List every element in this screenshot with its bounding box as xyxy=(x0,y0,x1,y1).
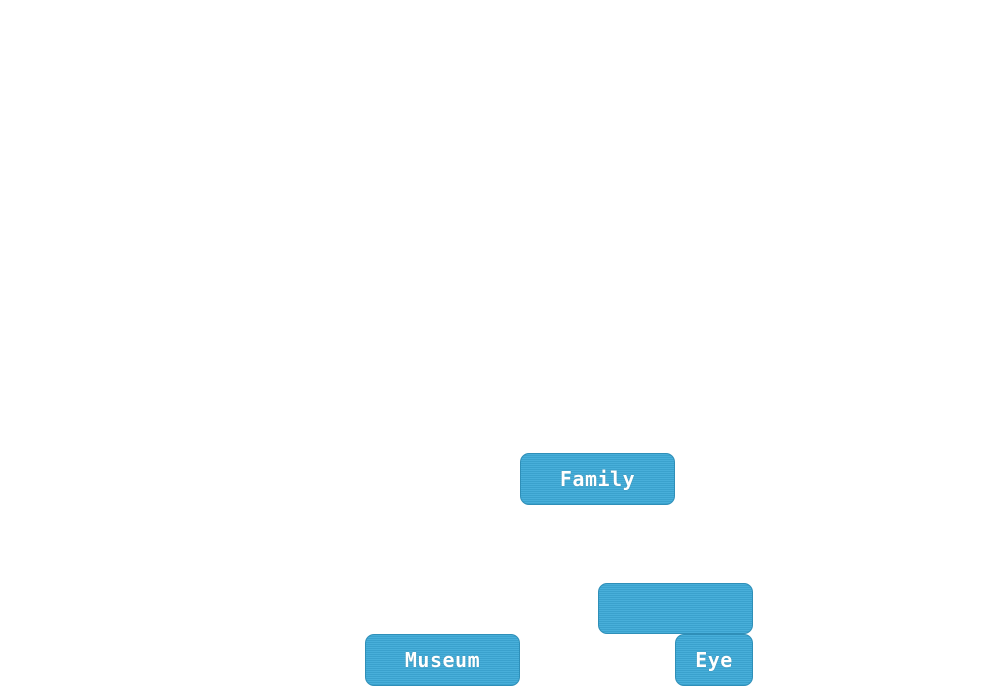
word-block-eye[interactable]: Eye xyxy=(675,634,753,686)
word-block-family[interactable]: Family xyxy=(520,453,675,505)
word-block-museum[interactable]: Museum xyxy=(365,634,520,686)
word-block-blank[interactable] xyxy=(598,583,753,634)
